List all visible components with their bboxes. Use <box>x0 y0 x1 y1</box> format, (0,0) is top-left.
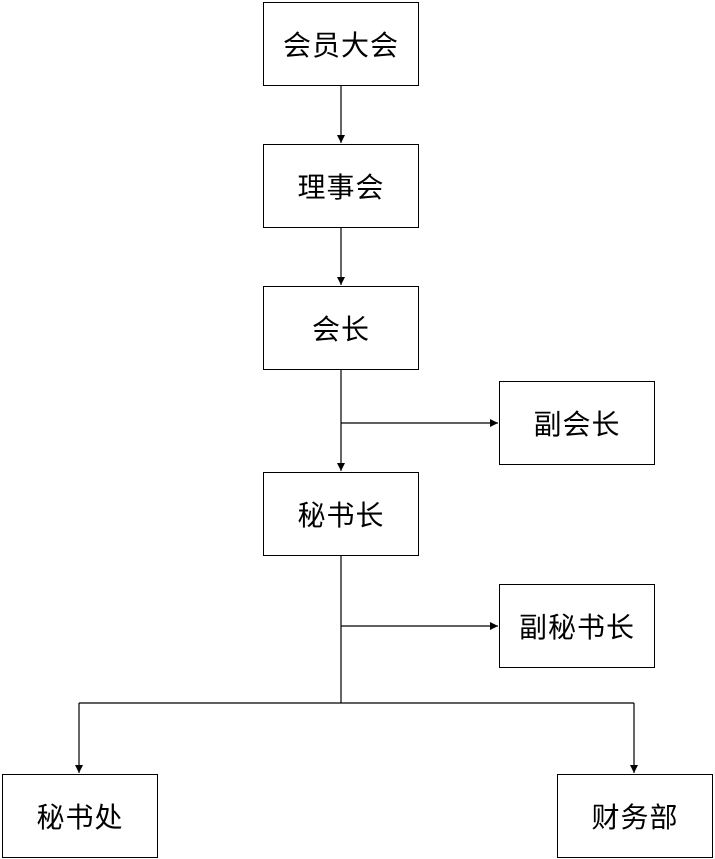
node-label: 副秘书长 <box>518 611 635 644</box>
node-general-assembly: 会员大会 <box>263 2 419 86</box>
node-president: 会长 <box>263 286 419 370</box>
node-label: 秘书长 <box>297 499 385 532</box>
node-secretariat: 秘书处 <box>2 774 158 858</box>
node-label: 秘书处 <box>36 801 124 834</box>
node-label: 财务部 <box>591 801 679 834</box>
node-council: 理事会 <box>263 144 419 228</box>
node-label: 会长 <box>311 313 370 346</box>
node-label: 会员大会 <box>282 29 399 62</box>
node-vice-president: 副会长 <box>499 381 655 465</box>
node-deputy-secretary-general: 副秘书长 <box>499 584 655 668</box>
node-finance-dept: 财务部 <box>557 774 713 858</box>
node-secretary-general: 秘书长 <box>263 472 419 556</box>
node-label: 副会长 <box>533 408 621 441</box>
node-label: 理事会 <box>297 171 385 204</box>
